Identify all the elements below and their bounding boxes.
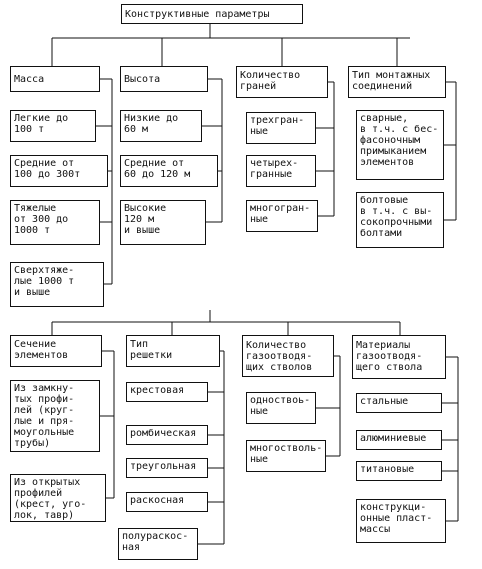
group-item-section-open: Из открытых профилей (крест, уго- лок, т… [10, 474, 106, 522]
group-item-lattice-triangular: треугольная [126, 458, 208, 478]
group-item-mass-heavy: Тяжелые от 300 до 1000 т [10, 200, 100, 245]
group-item-lattice-rhombic: ромбическая [126, 425, 208, 445]
group-item-mass-light: Легкие до 100 т [10, 110, 96, 142]
group-item-section-closed: Из замкну- тых профи- лей (круг- лые и п… [10, 380, 100, 452]
group-item-faces-four: четырех- гранные [246, 155, 316, 187]
group-item-height-medium: Средние от 60 до 120 м [120, 155, 218, 187]
group-item-flues-single: одноствоь- ные [246, 392, 316, 424]
group-header-section: Сечение элементов [10, 335, 102, 367]
group-item-lattice-semi-diagonal: полураскос- ная [118, 528, 198, 560]
group-header-lattice: Тип решетки [126, 335, 220, 367]
group-header-height: Высота [120, 66, 208, 92]
group-item-height-high: Высокие 120 м и выше [120, 200, 206, 245]
group-item-lattice-cross: крестовая [126, 382, 208, 402]
group-item-materials-titanium: титановые [356, 461, 442, 481]
group-item-flues-multiple: многостволь- ные [246, 440, 326, 472]
group-item-materials-plastics: конструкци- онные пласт- массы [356, 499, 446, 543]
group-header-flues: Количество газоотводя- щих стволов [242, 335, 334, 377]
group-item-joints-welded: сварные, в т.ч. с бес- фасоночным примык… [356, 110, 444, 180]
group-item-lattice-diagonal: раскосная [126, 492, 208, 512]
group-item-materials-steel: стальные [356, 393, 442, 413]
group-item-mass-medium: Средние от 100 до 300т [10, 155, 108, 187]
group-item-height-low: Низкие до 60 м [120, 110, 202, 142]
group-item-joints-bolted: болтовые в т.ч. с вы- сокопрочными болта… [356, 192, 444, 248]
group-header-materials: Материалы газоотводя- щего ствола [352, 335, 446, 379]
group-header-joints: Тип монтажных соединений [348, 66, 446, 98]
group-header-faces: Количество граней [236, 66, 328, 98]
diagram-title: Конструктивные параметры [121, 4, 303, 24]
group-item-faces-three: трехгран- ные [246, 112, 316, 144]
group-item-mass-superheavy: Сверхтяже- лые 1000 т и выше [10, 262, 104, 307]
group-item-faces-many: многогран- ные [246, 200, 318, 232]
group-header-mass: Масса [10, 66, 100, 92]
group-item-materials-aluminum: алюминиевые [356, 430, 442, 450]
